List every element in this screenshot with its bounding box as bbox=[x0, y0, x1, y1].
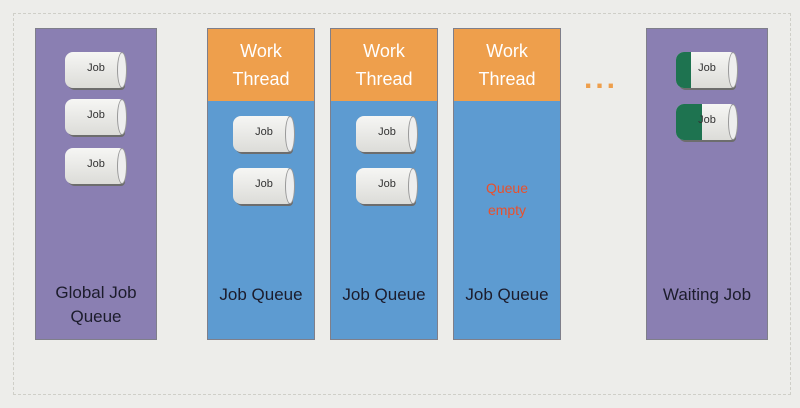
waiting-job-item: Job bbox=[676, 52, 738, 90]
job: Job bbox=[356, 168, 418, 206]
waiting-job-item: Job bbox=[676, 104, 738, 142]
ellipsis: ... bbox=[584, 62, 619, 95]
job-queue-label: Job Queue bbox=[342, 285, 426, 304]
job: Job bbox=[65, 99, 127, 137]
waiting-job-label: Waiting Job bbox=[662, 285, 752, 304]
job-queue-label: Job Queue bbox=[219, 285, 303, 304]
job: Job bbox=[233, 168, 295, 206]
progress-fill bbox=[676, 52, 691, 88]
job: Job bbox=[65, 148, 127, 186]
job-queue-label: Job Queue bbox=[465, 285, 549, 304]
job: Job bbox=[356, 116, 418, 154]
job: Job bbox=[65, 52, 127, 90]
job: Job bbox=[233, 116, 295, 154]
waiting-job: Job Job Waiting Job bbox=[646, 28, 768, 340]
diagram-frame bbox=[13, 13, 791, 395]
progress-fill bbox=[676, 104, 703, 140]
